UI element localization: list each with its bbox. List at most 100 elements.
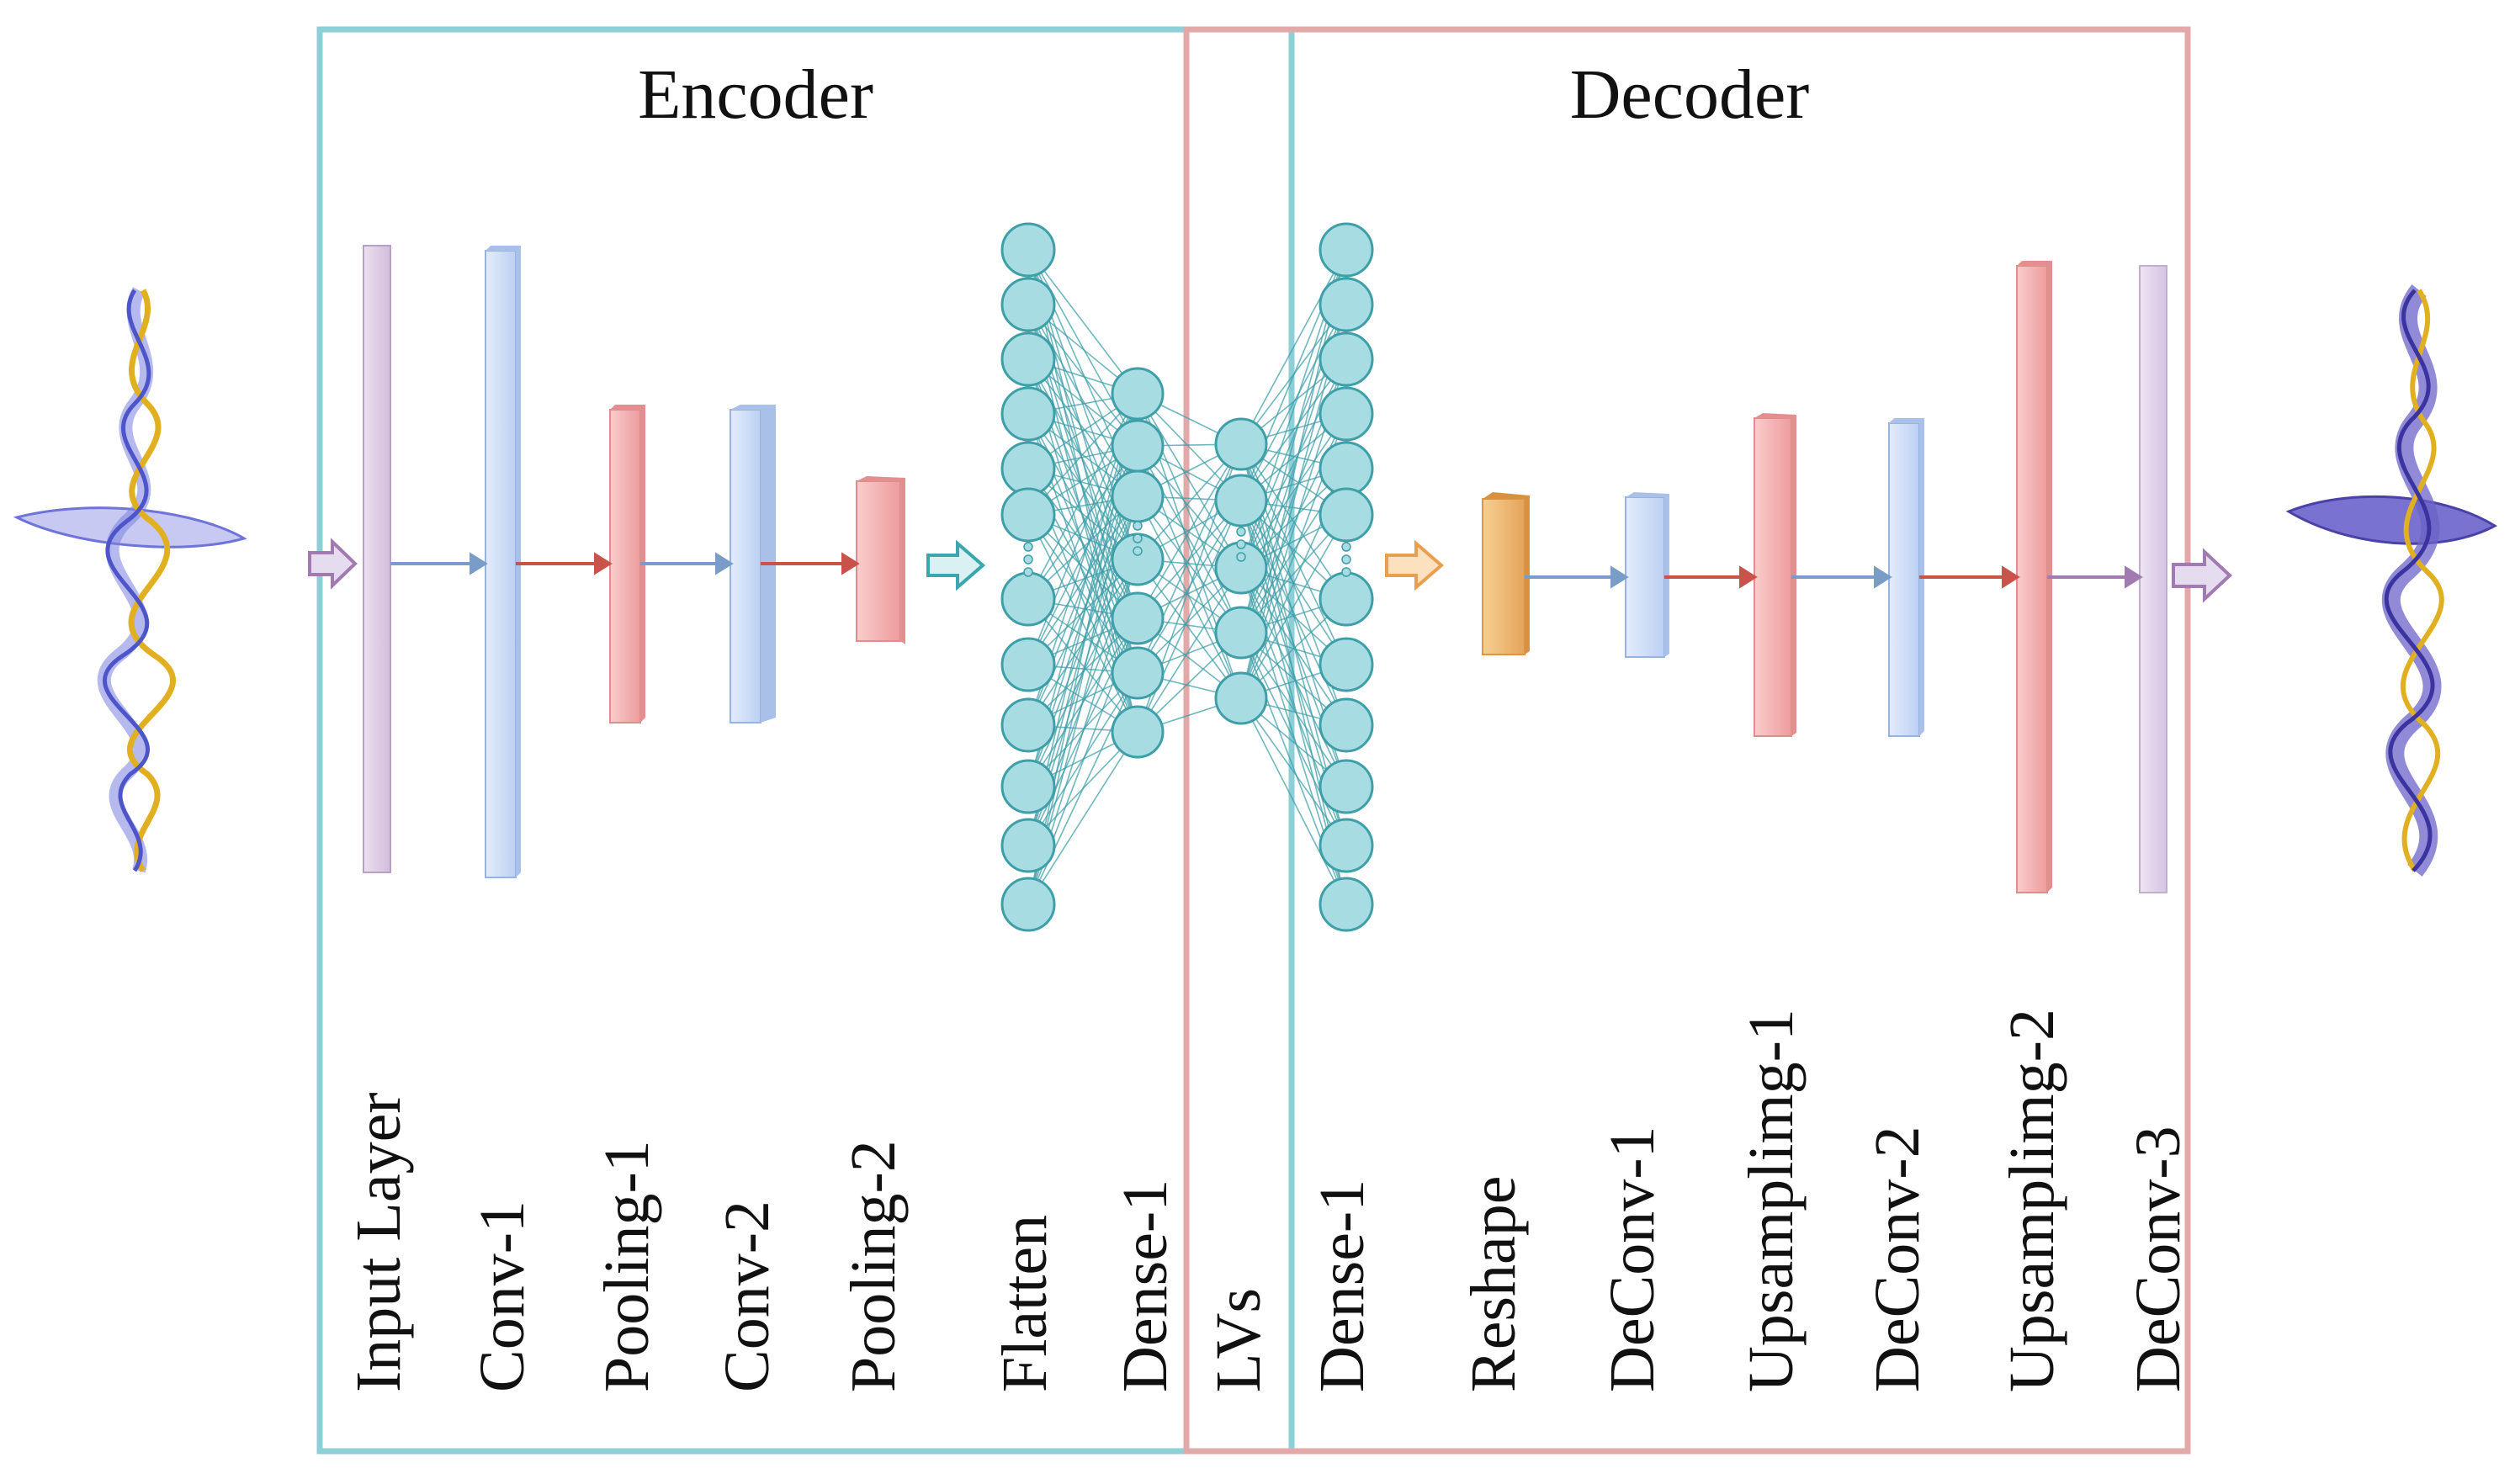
- neurons: [1000, 222, 1374, 932]
- neuron-latent: [1214, 541, 1268, 595]
- ellipsis-dot: [1236, 552, 1246, 562]
- connection-line: [1027, 496, 1138, 726]
- connection-line: [1240, 500, 1347, 726]
- ellipsis-dot: [1341, 567, 1351, 577]
- connection-line: [1027, 731, 1138, 905]
- input-arrow: [308, 538, 358, 590]
- connection-line: [1027, 358, 1138, 497]
- neuron-flatten: [1000, 487, 1056, 543]
- neuron-dec-dense-1: [1319, 759, 1374, 814]
- neuron-latent: [1214, 417, 1268, 471]
- label-upsampling-1: Upsamplimg-1: [1736, 1009, 1807, 1392]
- neuron-dec-dense-1: [1319, 386, 1374, 442]
- ellipsis-dot: [1341, 554, 1351, 564]
- label-encoder-dense-1: Dense-1: [1110, 1179, 1181, 1392]
- neuron-dec-dense-1: [1319, 487, 1374, 543]
- neuron-flatten: [1000, 818, 1056, 873]
- neuron-dec-dense-1: [1319, 818, 1374, 873]
- layer-block-pooling-1: [609, 405, 645, 723]
- neuron-dec-dense-1: [1319, 331, 1374, 387]
- label-conv-1: Conv-1: [467, 1200, 538, 1392]
- layer-block-reshape: [1482, 492, 1530, 655]
- layer-block-pooling-2: [856, 476, 905, 644]
- layer-block-deconv-1: [1625, 492, 1669, 658]
- neuron-flatten: [1000, 571, 1056, 627]
- neuron-latent: [1214, 474, 1268, 527]
- neuron-flatten: [1000, 331, 1056, 387]
- label-reshape: Reshape: [1458, 1176, 1529, 1392]
- ellipsis-dot: [1236, 539, 1246, 549]
- neuron-flatten: [1000, 386, 1056, 442]
- connection-line: [1137, 443, 1242, 619]
- input-waveform-icon: [13, 287, 247, 873]
- label-pooling-1: Pooling-1: [592, 1140, 662, 1392]
- neuron-flatten: [1000, 277, 1056, 332]
- ellipsis-dot: [1023, 567, 1033, 577]
- neuron-enc-dense-1: [1111, 367, 1165, 421]
- layer-block-conv-1: [485, 246, 521, 878]
- label-input-layer: Input Layer: [343, 1092, 414, 1392]
- connection-line: [1240, 443, 1347, 600]
- connection-line: [1240, 697, 1347, 905]
- connection-line: [1240, 514, 1347, 699]
- neuron-enc-dense-1: [1111, 419, 1165, 473]
- label-latent-variables: LVs: [1203, 1288, 1274, 1392]
- flatten-arrow: [926, 539, 986, 591]
- connection-line: [1027, 468, 1138, 619]
- neuron-dec-dense-1: [1319, 222, 1374, 278]
- ellipsis-dot: [1236, 527, 1246, 537]
- ellipsis-dot: [1133, 521, 1143, 531]
- neuron-enc-dense-1: [1111, 591, 1165, 645]
- ellipsis-dot: [1341, 542, 1351, 552]
- connection-line: [1137, 496, 1242, 699]
- label-upsampling-2: Upsamplimg-2: [1997, 1009, 2067, 1392]
- connection-line: [1137, 496, 1242, 633]
- layer-block-input: [363, 245, 391, 873]
- layer-block-conv-2: [730, 405, 776, 723]
- connection-line: [1137, 500, 1242, 733]
- output-arrow: [2172, 548, 2232, 603]
- layer-block-upsampling-2: [2016, 261, 2052, 893]
- label-flatten: Flatten: [990, 1215, 1060, 1392]
- connection-line: [1137, 567, 1242, 733]
- neuron-dec-dense-1: [1319, 877, 1374, 932]
- connection-line: [1027, 514, 1138, 733]
- ellipsis-dot: [1023, 542, 1033, 552]
- output-waveform-icon: [2285, 284, 2498, 877]
- layer-block-deconv-2: [1888, 418, 1924, 737]
- ellipsis-dot: [1133, 533, 1143, 543]
- decoder-title: Decoder: [1570, 56, 1810, 134]
- neuron-latent: [1214, 671, 1268, 725]
- neuron-dec-dense-1: [1319, 697, 1374, 753]
- neuron-flatten: [1000, 877, 1056, 932]
- label-deconv-1: DeConv-1: [1597, 1126, 1668, 1392]
- connection-line: [1240, 304, 1347, 501]
- neuron-latent: [1214, 606, 1268, 660]
- connection-line: [1027, 358, 1138, 560]
- ellipsis-dot: [1023, 554, 1033, 564]
- neuron-dec-dense-1: [1319, 571, 1374, 627]
- neuron-flatten: [1000, 759, 1056, 814]
- connection-line: [1027, 249, 1138, 395]
- encoder-title: Encoder: [638, 56, 873, 134]
- neuron-enc-dense-1: [1111, 469, 1165, 523]
- ellipsis-dot: [1133, 546, 1143, 556]
- label-conv-2: Conv-2: [712, 1200, 783, 1392]
- connection-line: [1027, 413, 1138, 619]
- neuron-flatten: [1000, 441, 1056, 496]
- connection-line: [1137, 445, 1242, 569]
- label-deconv-2: DeConv-2: [1862, 1126, 1933, 1392]
- neuron-flatten: [1000, 697, 1056, 753]
- reshape-arrow: [1385, 539, 1445, 591]
- neuron-enc-dense-1: [1111, 646, 1165, 700]
- layer-block-upsampling-1: [1754, 413, 1796, 737]
- neuron-enc-dense-1: [1111, 705, 1165, 759]
- connection-line: [1240, 697, 1347, 846]
- connection-line: [1240, 358, 1347, 501]
- flow-arrows: [390, 552, 2143, 589]
- connection-line: [1240, 567, 1347, 726]
- connection-line: [1137, 559, 1242, 699]
- layer-block-deconv-3: [2139, 265, 2167, 893]
- connection-line: [1240, 249, 1347, 445]
